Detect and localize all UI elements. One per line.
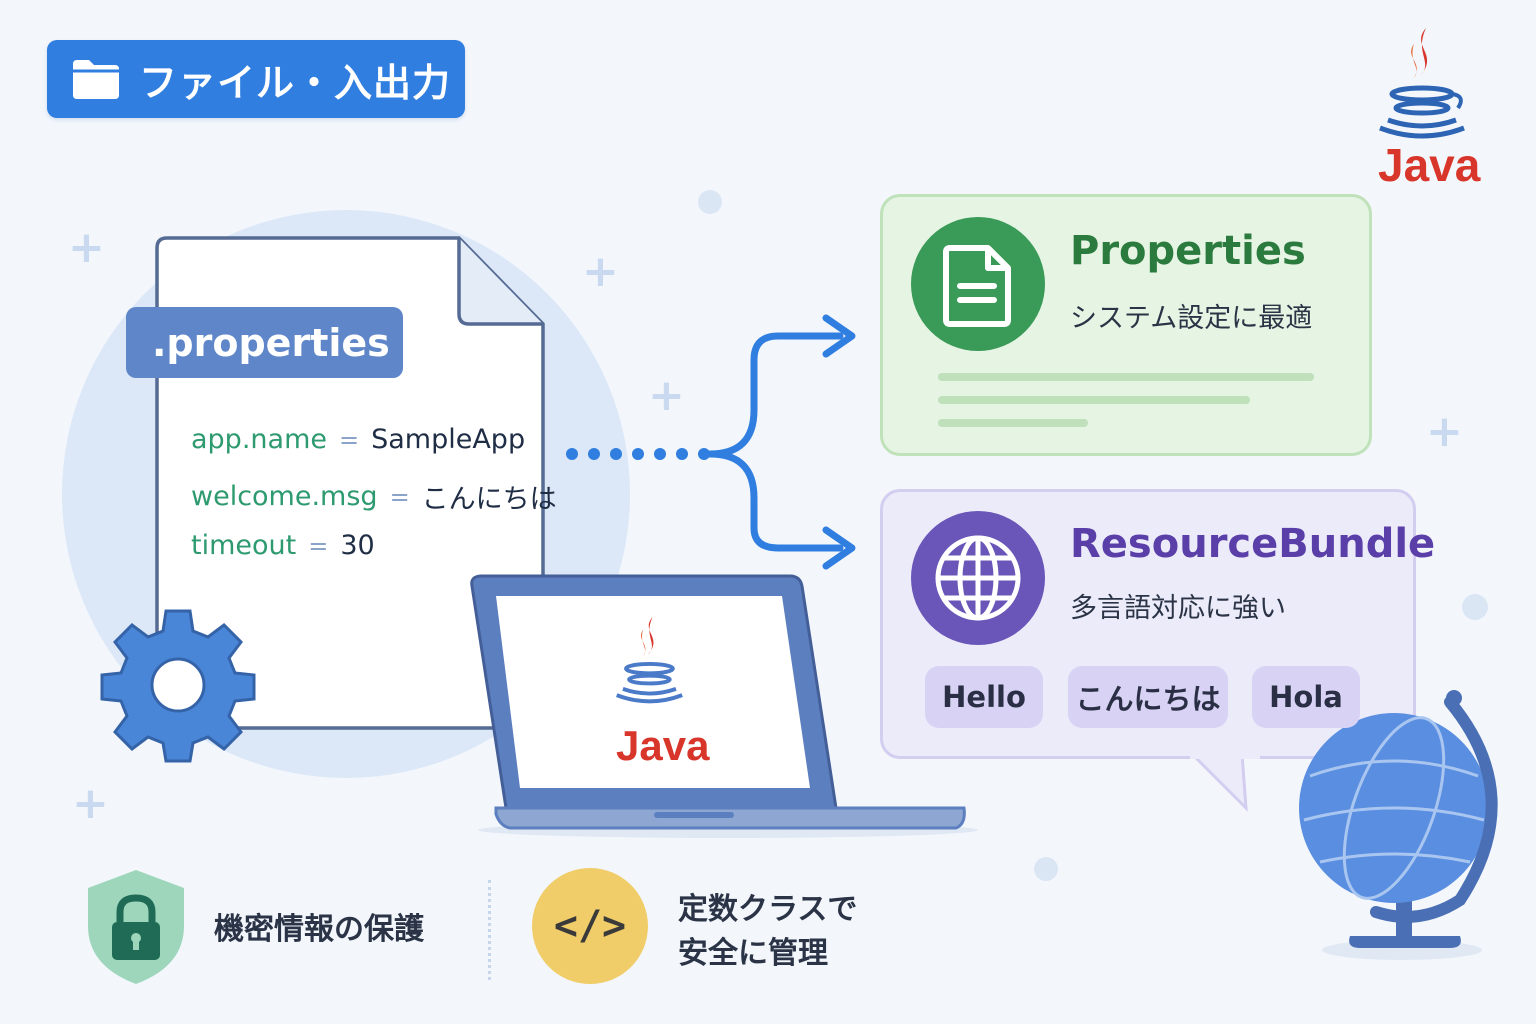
java-cup-icon xyxy=(1379,28,1465,139)
resource-bundle-card-title: ResourceBundle xyxy=(1070,521,1436,567)
equals-sign: = xyxy=(338,425,360,454)
flow-connector xyxy=(566,314,856,570)
security-text: 機密情報の保護 xyxy=(214,912,424,947)
java-logo: Java xyxy=(1374,24,1480,194)
properties-card-subtitle: システム設定に最適 xyxy=(1070,303,1313,334)
equals-sign: = xyxy=(389,482,410,511)
language-chip: Hello xyxy=(925,666,1043,728)
resource-bundle-card-subtitle: 多言語対応に強い xyxy=(1070,593,1286,624)
code-line: app.name = SampleApp xyxy=(191,424,525,455)
laptop-illustration xyxy=(470,574,978,838)
placeholder-line xyxy=(938,373,1314,381)
sparkle-decoration: + xyxy=(582,246,619,297)
equals-sign: = xyxy=(308,531,329,560)
property-value: SampleApp xyxy=(371,424,526,455)
lock-shield-icon xyxy=(88,870,184,984)
property-value: 30 xyxy=(340,530,375,561)
language-chip: Hola xyxy=(1252,666,1360,728)
property-key: timeout xyxy=(191,530,297,561)
dot-decoration xyxy=(1462,594,1488,620)
code-icon: </> xyxy=(532,868,648,984)
section-title: ファイル・入出力 xyxy=(139,60,452,105)
property-key: welcome.msg xyxy=(191,481,378,512)
laptop-java-text: Java xyxy=(616,722,710,769)
language-chip: こんにちは xyxy=(1068,666,1228,728)
placeholder-line xyxy=(938,419,1088,427)
placeholder-line xyxy=(938,396,1250,404)
constants-text-line2: 安全に管理 xyxy=(678,936,828,971)
code-line: timeout = 30 xyxy=(191,530,375,561)
properties-extension-tag: .properties xyxy=(126,307,403,378)
globe-icon xyxy=(911,511,1045,645)
gear-icon xyxy=(100,609,256,763)
code-line: welcome.msg = こんにちは xyxy=(191,477,557,516)
constants-text-line1: 定数クラスで xyxy=(678,892,858,927)
properties-card-title: Properties xyxy=(1070,228,1306,274)
speech-bubble-tail xyxy=(1190,754,1260,812)
dot-decoration xyxy=(698,190,722,214)
globe-illustration xyxy=(1299,690,1498,960)
sparkle-decoration: + xyxy=(72,778,109,829)
java-logo-text: Java xyxy=(1378,139,1481,191)
dot-decoration xyxy=(1034,857,1058,881)
folder-icon xyxy=(73,60,119,99)
sparkle-decoration: + xyxy=(68,222,105,273)
property-key: app.name xyxy=(191,424,327,455)
sparkle-decoration: + xyxy=(648,370,685,421)
section-title-badge: ファイル・入出力 xyxy=(47,40,465,118)
document-icon xyxy=(911,217,1045,351)
property-value: こんにちは xyxy=(421,484,557,515)
divider xyxy=(488,880,491,980)
sparkle-decoration: + xyxy=(1426,406,1463,457)
